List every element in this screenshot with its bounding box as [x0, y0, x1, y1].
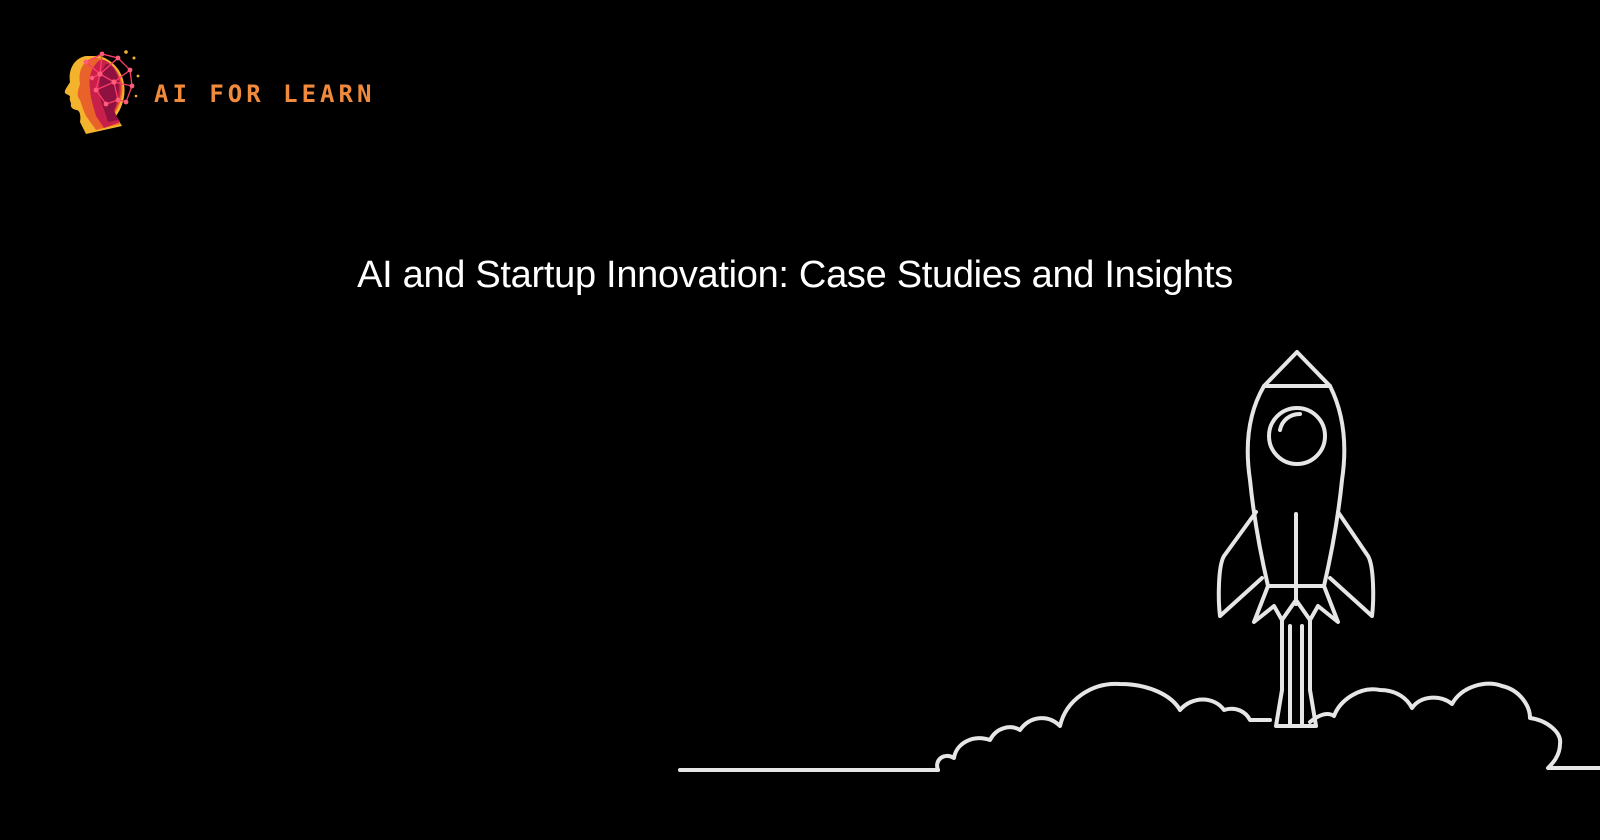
slide-title: AI and Startup Innovation: Case Studies …: [357, 254, 1233, 296]
brand-header: AI FOR LEARN: [56, 44, 375, 140]
brand-name: AI FOR LEARN: [154, 80, 376, 108]
ai-head-network-icon: [64, 50, 140, 134]
